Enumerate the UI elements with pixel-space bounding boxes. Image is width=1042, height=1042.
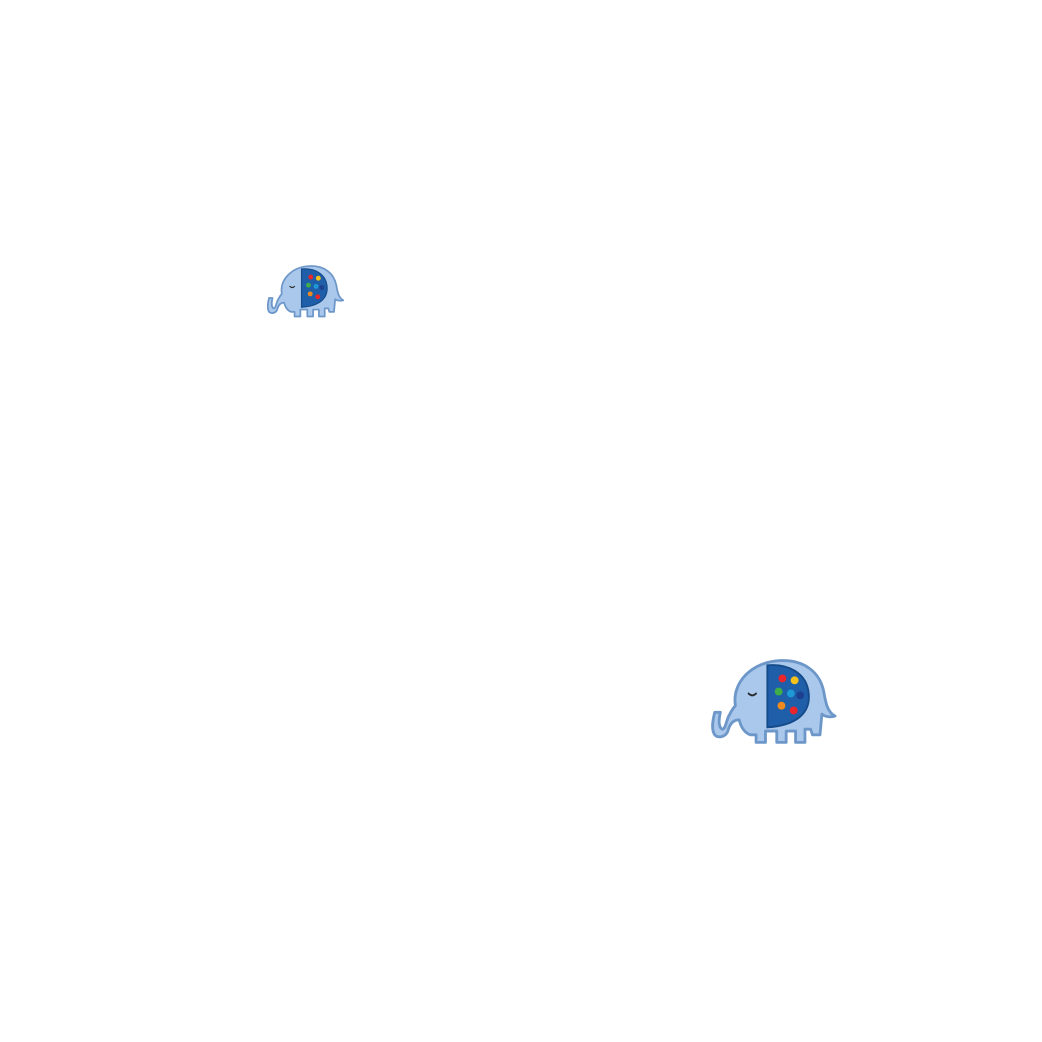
ear-dot (790, 676, 799, 685)
elephant-large (711, 659, 837, 744)
ear-dot (774, 687, 783, 696)
elephant-icon (711, 659, 837, 744)
ear-dots (306, 274, 325, 300)
ear-dot (789, 706, 798, 715)
ear-dot (307, 291, 313, 297)
ear-dot (796, 691, 805, 700)
ear-dot (778, 674, 787, 683)
ear-dot (308, 274, 314, 280)
ear-dot (777, 701, 786, 710)
ear-dots (774, 674, 805, 715)
ear-dot (315, 275, 321, 281)
elephant-icon (266, 265, 345, 318)
ear-dot (313, 283, 319, 289)
elephant-eye (747, 692, 758, 697)
elephant-eye (289, 285, 296, 289)
elephant-small (266, 265, 345, 318)
ear-dot (786, 689, 795, 698)
ear-dot (306, 282, 311, 288)
ear-dot (319, 285, 325, 290)
ear-dot (315, 294, 321, 300)
